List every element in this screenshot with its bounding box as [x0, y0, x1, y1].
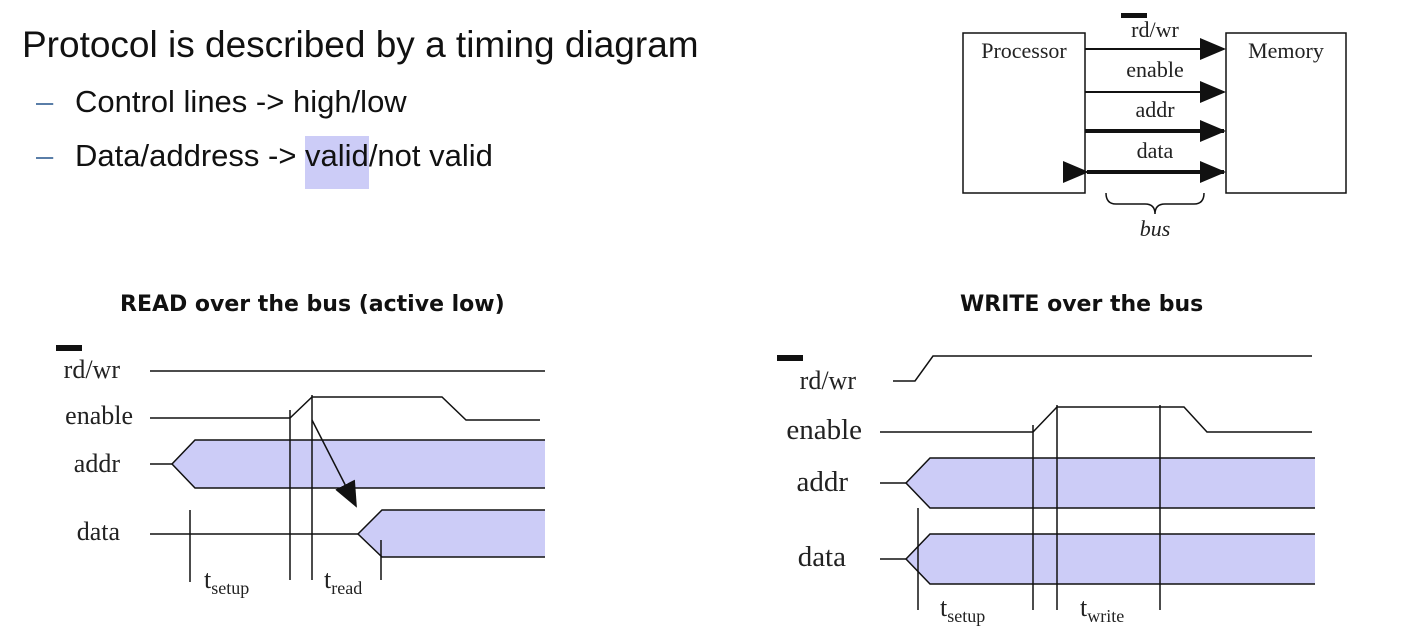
t-base: t — [940, 593, 948, 622]
write-t-write-label: twrite — [1080, 593, 1124, 626]
bus-brace — [1105, 192, 1205, 215]
write-data-valid-region — [906, 534, 1315, 584]
read-addr-valid-region — [172, 440, 545, 488]
t-base: t — [1080, 593, 1088, 622]
write-signal-rdwr-label: rd/wr — [800, 366, 857, 395]
bus-signal-data-label: data — [1137, 138, 1174, 163]
t-base: t — [324, 565, 332, 594]
bullet-data-address: –Data/address -> valid/not valid — [36, 136, 493, 189]
rd-overbar — [56, 345, 82, 351]
write-addr-valid-region — [906, 458, 1315, 508]
slide-title: Protocol is described by a timing diagra… — [22, 24, 699, 65]
t-sub: setup — [211, 578, 249, 598]
write-signal-enable-label: enable — [786, 414, 862, 446]
bullet-text: Data/address -> — [75, 138, 306, 173]
read-signal-enable-label: enable — [65, 401, 133, 430]
write-timing-diagram: rd/wr enable addr data tsetup twrite — [777, 355, 1315, 626]
bus-label: bus — [1140, 216, 1171, 241]
t-sub: read — [331, 578, 362, 598]
t-sub: setup — [947, 606, 985, 626]
write-signal-data-label: data — [798, 541, 846, 573]
read-t-setup-label: tsetup — [204, 565, 249, 598]
write-rdwr-waveform — [893, 355, 1312, 382]
write-enable-waveform — [880, 406, 1312, 433]
read-causal-arrow — [311, 419, 357, 508]
bullet-control-lines: –Control lines -> high/low — [36, 84, 407, 120]
bullet-dash: – — [36, 84, 54, 119]
write-addr-edges — [904, 457, 1315, 509]
read-timing-diagram: rd/wr enable addr data tsetup tread — [56, 345, 545, 598]
memory-box — [1225, 32, 1347, 194]
read-signal-addr-label: addr — [74, 449, 121, 478]
bullet-dash: – — [36, 138, 54, 173]
write-data-edges — [904, 533, 1315, 585]
bullet-text-suffix: /not valid — [368, 138, 493, 173]
read-t-read-label: tread — [324, 565, 362, 598]
highlighted-word: valid — [305, 136, 369, 189]
read-signal-data-label: data — [77, 517, 121, 546]
processor-label: Processor — [981, 38, 1067, 63]
rd-overbar — [777, 355, 803, 361]
read-diagram-title: READ over the bus (active low) — [120, 292, 505, 317]
read-data-edges — [356, 509, 545, 558]
write-diagram-title: WRITE over the bus — [960, 292, 1204, 317]
memory-label: Memory — [1248, 38, 1324, 63]
rd-overbar — [1121, 13, 1147, 18]
t-sub: write — [1087, 606, 1124, 626]
t-base: t — [204, 565, 212, 594]
bus-signal-enable-label: enable — [1126, 57, 1183, 82]
write-signal-addr-label: addr — [796, 466, 848, 498]
write-t-setup-label: tsetup — [940, 593, 985, 626]
read-data-valid-region — [358, 510, 545, 557]
bus-signal-addr-label: addr — [1135, 97, 1175, 122]
bus-block-diagram: Processor Memory rd/wr enable addr data … — [962, 13, 1347, 241]
read-signal-rdwr-label: rd/wr — [64, 355, 121, 384]
bullet-text: Control lines -> high/low — [75, 84, 407, 119]
read-enable-waveform — [150, 396, 540, 421]
bus-signal-rdwr-label: rd/wr — [1131, 17, 1179, 42]
